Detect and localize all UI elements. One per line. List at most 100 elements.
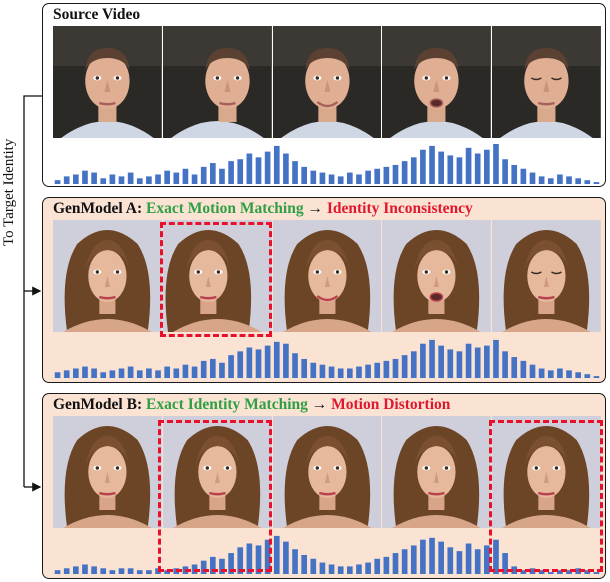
source-motion-bar-34 [365,170,371,184]
source-motion-bar-36 [383,166,390,184]
genmodel-a-motion-bar-28 [310,362,317,378]
genmodel-a-frame-5 [492,220,601,332]
genmodel-b-motion-bar-39 [410,545,417,574]
source-motion-bar-0 [54,180,61,184]
genmodel-a-motion-signal [53,336,601,378]
genmodel-b-motion-bar-25 [283,541,289,574]
source-video-frames [53,26,601,138]
genmodel-b-motion-bar-14 [182,566,189,574]
source-frame-4 [382,26,492,138]
genmodel-a-motion-bar-34 [365,364,371,378]
genmodel-b-motion-bar-28 [310,558,317,574]
genmodel-b-motion-signal [53,532,601,574]
source-motion-bar-38 [401,161,408,184]
genmodel-a-motion-bar-52 [529,364,536,378]
source-motion-bar-53 [538,176,545,184]
genmodel-b-motion-bar-22 [255,545,262,574]
source-frame-3 [272,26,382,138]
source-motion-bar-25 [283,153,289,184]
genmodel-a-frame-1 [53,220,162,332]
genmodel-a-motion-bar-54 [547,370,554,378]
genmodel-a-motion-bar-1 [63,370,70,378]
genmodel-a-motion-bar-20 [237,351,244,378]
genmodel-b-motion-bar-49 [502,553,508,574]
genmodel-b-motion-bar-38 [401,549,408,574]
genmodel-b-motion-bar-21 [246,543,253,574]
genmodel-a-motion-bar-39 [410,351,417,378]
genmodel-b-motion-bar-52 [529,568,536,574]
genmodel-b-motion-bar-41 [429,537,435,574]
source-motion-bar-17 [210,163,216,184]
genmodel-a-motion-bar-49 [502,351,508,378]
source-motion-bar-48 [493,144,499,184]
genmodel-a-motion-bar-22 [255,349,262,378]
source-video-panel: Source Video [42,3,606,187]
genmodel-b-bad: Motion Distortion [331,396,451,413]
genmodel-a-motion-bar-32 [347,368,353,378]
source-motion-bars [54,144,600,184]
genmodel-b-motion-bar-31 [337,566,344,574]
genmodel-a-motion-bar-8 [127,366,134,378]
genmodel-a-motion-bar-36 [383,360,390,378]
genmodel-b-motion-bar-4 [91,566,97,574]
source-motion-bar-8 [127,172,134,184]
source-motion-bar-27 [301,166,307,184]
genmodel-a-motion-bar-45 [465,343,472,378]
source-motion-bar-29 [319,172,326,184]
genmodel-b-motion-bar-2 [73,566,79,574]
source-motion-bar-19 [228,161,234,184]
source-motion-bar-52 [529,172,536,184]
genmodel-a-motion-bar-55 [557,368,563,378]
genmodel-b-arrow: → [311,396,328,413]
source-motion-bar-10 [146,176,152,184]
source-motion-bar-43 [447,155,454,184]
source-motion-bar-18 [219,168,225,184]
genmodel-b-frames [53,416,601,528]
genmodel-b-motion-bar-55 [557,570,563,574]
genmodel-a-motion-bar-30 [328,366,335,378]
genmodel-a-motion-bar-53 [538,368,545,378]
genmodel-a-motion-bar-16 [200,360,207,378]
genmodel-b-motion-bar-10 [146,570,152,574]
genmodel-b-motion-bar-46 [474,549,481,574]
genmodel-a-motion-bar-38 [401,355,408,378]
genmodel-a-motion-bar-2 [73,368,79,378]
genmodel-b-panel: GenModel B: Exact Identity Matching → Mo… [42,393,606,579]
source-motion-bar-57 [575,178,581,184]
genmodel-a-frame-4 [382,220,492,332]
genmodel-b-motion-bar-1 [63,568,70,574]
genmodel-a-motion-bar-17 [210,358,216,378]
source-motion-bar-22 [255,157,262,184]
source-motion-bar-16 [200,166,207,184]
source-motion-bar-31 [337,176,344,184]
source-motion-bar-35 [374,168,381,184]
genmodel-a-motion-bar-12 [164,366,170,378]
source-motion-bar-39 [410,157,417,184]
genmodel-a-frames [53,220,601,332]
genmodel-b-motion-bar-26 [292,549,298,574]
genmodel-a-motion-bar-23 [264,345,271,378]
genmodel-b-motion-bar-0 [54,570,61,574]
genmodel-b-motion-bar-54 [547,572,554,574]
genmodel-a-motion-bar-24 [273,341,280,378]
genmodel-a-motion-bar-31 [337,368,344,378]
genmodel-b-motion-bar-20 [237,547,244,574]
genmodel-a-motion-bar-7 [118,368,125,378]
genmodel-a-motion-bar-48 [493,339,499,378]
source-motion-bar-4 [91,172,97,184]
genmodel-b-motion-bar-6 [109,570,116,574]
genmodel-a-motion-bar-57 [575,372,581,378]
genmodel-b-motion-bar-29 [319,562,326,574]
source-motion-bar-54 [547,178,554,184]
genmodel-a-motion-bar-46 [474,347,481,378]
genmodel-a-motion-bar-9 [136,370,143,378]
source-motion-bar-5 [100,178,107,184]
source-motion-bar-12 [164,170,170,184]
source-motion-bar-59 [593,182,600,184]
genmodel-b-motion-bar-30 [328,564,335,574]
source-motion-bar-40 [420,149,426,184]
genmodel-a-motion-bar-14 [182,364,189,378]
genmodel-a-motion-bar-18 [219,362,225,378]
genmodel-a-motion-bar-26 [292,353,298,378]
source-motion-bar-7 [118,176,125,184]
